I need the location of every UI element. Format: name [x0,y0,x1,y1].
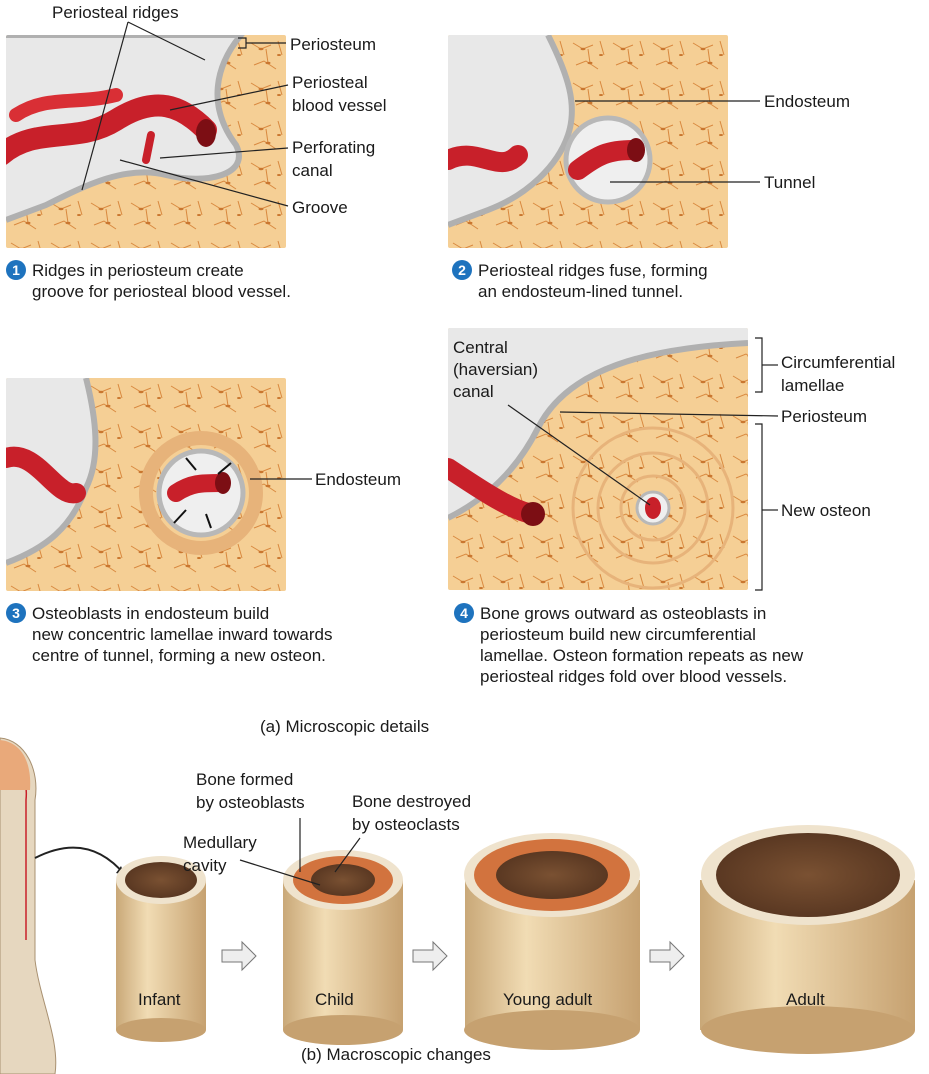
label-circumferential-line2: lamellae [781,375,844,396]
label-medullary-line2: cavity [183,855,226,876]
caption-4-line1: Bone grows outward as osteoblasts in [480,604,766,623]
step-badge-4: 4 [454,603,474,623]
label-periosteal-blood-vessel-line2: blood vessel [292,95,387,116]
step-badge-2: 2 [452,260,472,280]
caption-step-1: 1 Ridges in periosteum create groove for … [6,260,426,302]
label-perforating-canal-line1: Perforating [292,137,375,158]
caption-4-line4: periosteal ridges fold over blood vessel… [480,667,787,686]
label-central-canal-line1: Central [453,337,508,358]
stage-label-child: Child [315,989,354,1010]
caption-2-line1: Periosteal ridges fuse, forming [478,261,708,280]
caption-4-line2: periosteum build new circumferential [480,625,756,644]
caption-4-line3: lamellae. Osteon formation repeats as ne… [480,646,803,665]
label-endosteum-3: Endosteum [315,469,401,490]
label-periosteal-blood-vessel-line1: Periosteal [292,72,368,93]
label-new-osteon: New osteon [781,500,871,521]
subtitle-microscopic: (a) Microscopic details [260,716,429,737]
caption-step-2: 2 Periosteal ridges fuse, forming an endo… [452,260,872,302]
caption-1-line2: groove for periosteal blood vessel. [32,282,291,301]
label-bone-formed-line2: by osteoblasts [196,792,305,813]
label-bone-destroyed-line1: Bone destroyed [352,791,471,812]
caption-3-line3: centre of tunnel, forming a new osteon. [32,646,326,665]
label-bone-destroyed-line2: by osteoclasts [352,814,460,835]
panel-2-illustration [448,35,728,248]
subtitle-macroscopic: (b) Macroscopic changes [301,1044,491,1065]
label-periosteal-ridges: Periosteal ridges [52,2,179,23]
panel-1-illustration [6,35,286,248]
stage-label-infant: Infant [138,989,181,1010]
label-tunnel: Tunnel [764,172,815,193]
stage-label-young-adult: Young adult [503,989,592,1010]
label-circumferential-line1: Circumferential [781,352,895,373]
caption-3-line1: Osteoblasts in endosteum build [32,604,269,623]
label-bone-formed-line1: Bone formed [196,769,293,790]
label-groove: Groove [292,197,348,218]
stage-label-adult: Adult [786,989,825,1010]
step-badge-1: 1 [6,260,26,280]
label-perforating-canal-line2: canal [292,160,333,181]
label-central-canal-line3: canal [453,381,494,402]
caption-step-3: 3 Osteoblasts in endosteum build new conc… [6,603,446,666]
label-periosteum-4: Periosteum [781,406,867,427]
label-central-canal-line2: (haversian) [453,359,538,380]
label-endosteum-2: Endosteum [764,91,850,112]
caption-step-4: 4 Bone grows outward as osteoblasts in pe… [454,603,924,687]
caption-2-line2: an endosteum-lined tunnel. [478,282,683,301]
caption-3-line2: new concentric lamellae inward towards [32,625,332,644]
step-badge-3: 3 [6,603,26,623]
caption-1-line1: Ridges in periosteum create [32,261,244,280]
label-medullary-line1: Medullary [183,832,257,853]
label-periosteum: Periosteum [290,34,376,55]
panel-3-illustration [6,378,286,591]
